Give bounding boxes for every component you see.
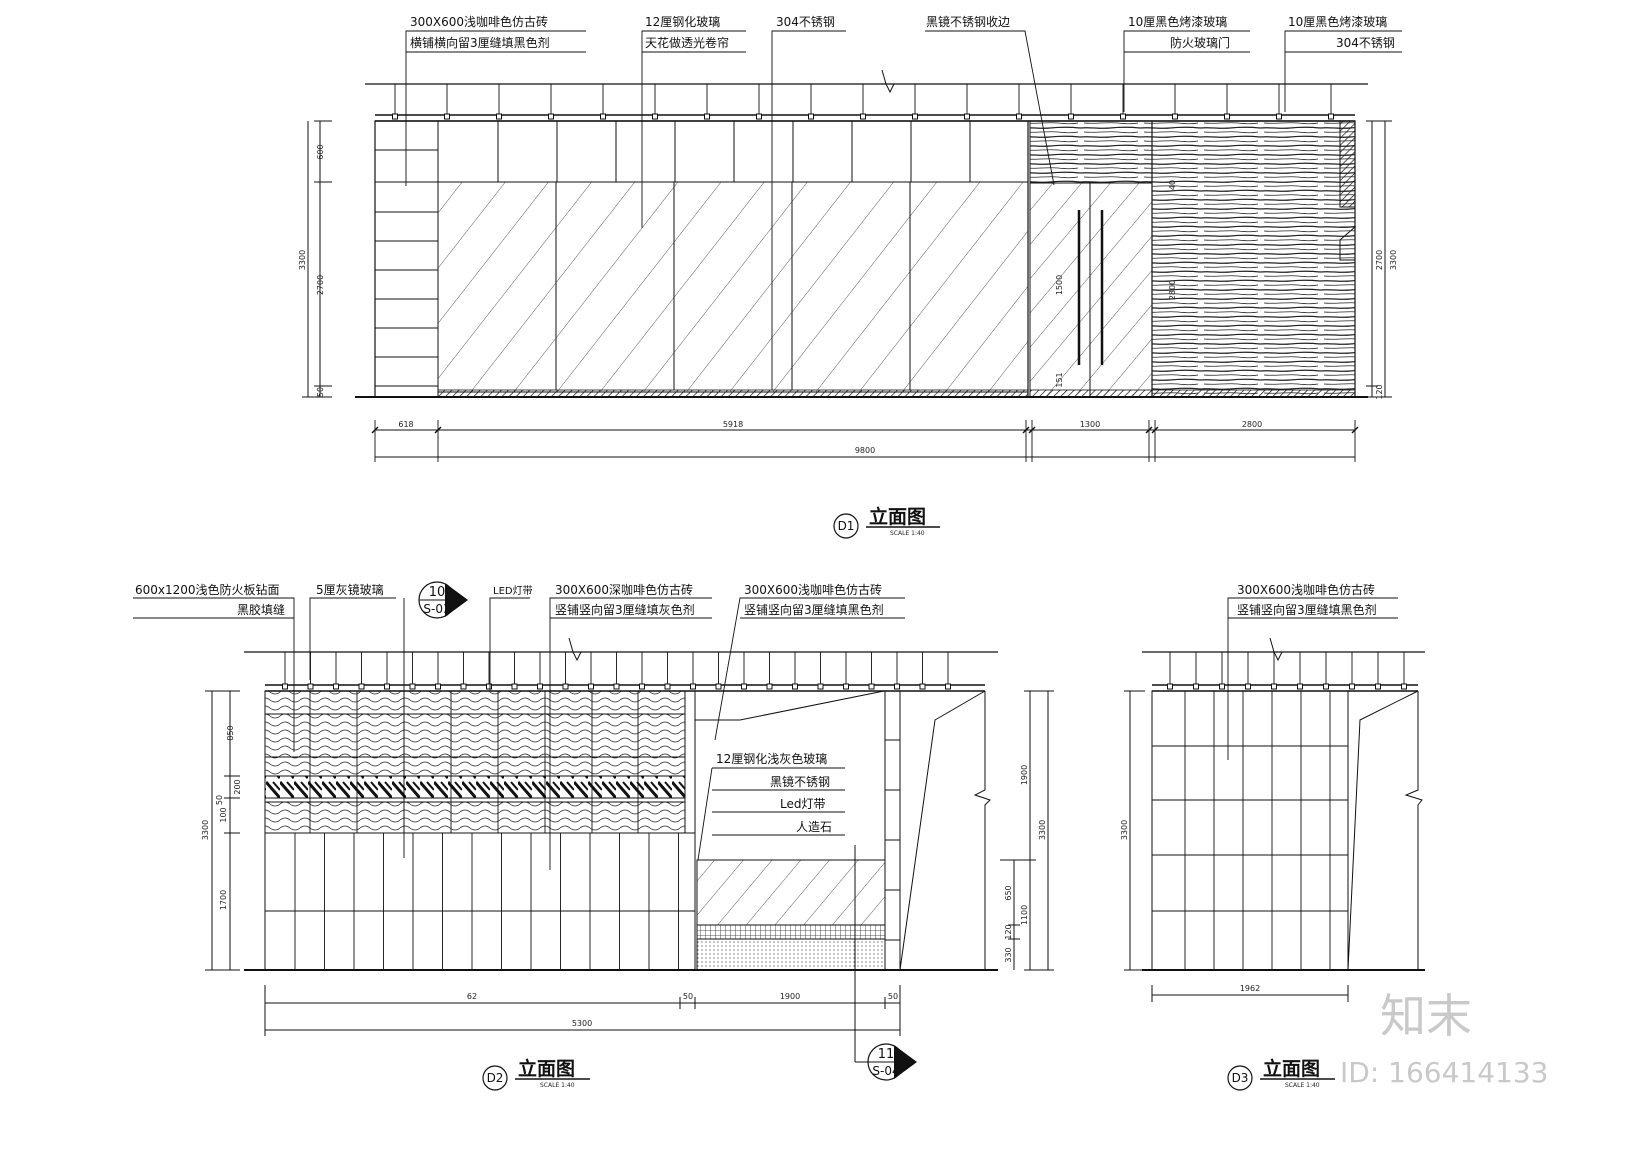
watermark-logo: 知末 xyxy=(1380,989,1472,1043)
d3-badge: D3 xyxy=(1232,1071,1249,1085)
d2-callout-dark-tile-2: 竖铺竖向留3厘缝填灰色剂 xyxy=(555,602,695,617)
d1-dim-left-600: 600 xyxy=(316,144,325,159)
d3-title: 立面图 xyxy=(1263,1057,1320,1080)
elevation-d1: 600 2700 3300 50 2700 3300 120 1500 151 … xyxy=(298,14,1402,539)
d2-dim-right-1100: 1100 xyxy=(1020,905,1029,925)
d2-dim-left-100: 100 xyxy=(219,807,228,822)
d1-dim-left-2700: 2700 xyxy=(316,275,325,295)
d2-dim-right-1900: 1900 xyxy=(1020,765,1029,785)
watermark: 知末 ID: 166414133 xyxy=(1340,989,1548,1089)
d2-dim-bottom-50a: 50 xyxy=(683,992,693,1001)
d2-dim-right-650: 650 xyxy=(1004,885,1013,900)
d2-title: 立面图 xyxy=(518,1057,575,1080)
d1-dim-right-2700: 2700 xyxy=(1375,250,1384,270)
d1-dim-left-50: 50 xyxy=(316,387,325,397)
d2-dim-right-3300: 3300 xyxy=(1038,820,1047,840)
d2-dim-bottom-50b: 50 xyxy=(888,992,898,1001)
d1-dim-bottom-5918: 5918 xyxy=(723,420,743,429)
section-10-ref: S-03 xyxy=(423,602,450,616)
d1-dim-bottom-618: 618 xyxy=(398,420,413,429)
d1-callout-fire-door: 防火玻璃门 xyxy=(1170,35,1230,50)
d2-dim-left-50: 50 xyxy=(215,795,224,805)
d2-scale: SCALE 1:40 xyxy=(540,1082,575,1089)
d1-callout-tile-2: 横铺横向留3厘缝填黑色剂 xyxy=(410,35,550,50)
d1-callout-tile-1: 300X600浅咖啡色仿古砖 xyxy=(410,14,548,29)
d2-dim-left-1700: 1700 xyxy=(219,890,228,910)
d2-callout-light-tile-1: 300X600浅咖啡色仿古砖 xyxy=(744,582,882,597)
d2-inner-led: Led灯带 xyxy=(780,797,825,811)
watermark-id: ID: 166414133 xyxy=(1340,1056,1548,1089)
d1-dim-bottom-2800: 2800 xyxy=(1242,420,1262,429)
d2-dim-bottom-1900: 1900 xyxy=(780,992,800,1001)
d2-dim-left-3300: 3300 xyxy=(201,820,210,840)
d3-callout-tile-1: 300X600浅咖啡色仿古砖 xyxy=(1237,582,1375,597)
section-marker-11: 11 S-04 xyxy=(854,845,917,1081)
elevation-d2: 12厘钢化浅灰色玻璃 黑镜不锈钢 Led灯带 人造石 600x1200浅色防火板… xyxy=(133,581,1054,1091)
d1-dim-left-3300: 3300 xyxy=(298,250,307,270)
d3-dim-left-3300: 3300 xyxy=(1120,820,1129,840)
d1-dim-bottom-1300: 1300 xyxy=(1080,420,1100,429)
d2-dim-left-850: 850 xyxy=(226,725,235,740)
d1-dim-bottom-9800: 9800 xyxy=(855,446,875,455)
d2-dim-right-120: 120 xyxy=(1004,924,1013,939)
d1-callout-steel-2: 304不锈钢 xyxy=(1336,36,1395,50)
d1-callout-steel: 304不锈钢 xyxy=(776,15,835,29)
section-11-num: 11 xyxy=(878,1047,895,1062)
d2-inner-stone: 人造石 xyxy=(796,820,832,834)
d1-title: 立面图 xyxy=(869,505,926,528)
d2-dim-bottom-5300: 5300 xyxy=(572,1019,592,1028)
d2-callout-fireboard-1: 600x1200浅色防火板钻面 xyxy=(135,582,280,597)
d1-dim-right-120: 120 xyxy=(1375,384,1384,399)
section-11-ref: S-04 xyxy=(872,1064,899,1078)
d2-dim-left-200: 200 xyxy=(233,779,242,794)
d2-callout-fireboard-2: 黑胶填缝 xyxy=(237,602,285,617)
d3-scale: SCALE 1:40 xyxy=(1285,1082,1320,1089)
d1-dim-inner-40: 40 xyxy=(1168,180,1177,190)
d1-dim-inner-2800: 2800 xyxy=(1168,280,1177,300)
section-10-num: 10 xyxy=(429,585,446,600)
d2-dim-right-330: 330 xyxy=(1004,947,1013,962)
d3-dim-bottom-1962: 1962 xyxy=(1240,984,1260,993)
elevation-d3: 3300 1962 300X600浅咖啡色仿古砖 竖铺竖向留3厘缝填黑色剂 D3… xyxy=(1120,582,1425,1091)
d2-callout-dark-tile-1: 300X600深咖啡色仿古砖 xyxy=(555,582,693,597)
d2-badge: D2 xyxy=(487,1071,504,1085)
d3-callout-tile-2: 竖铺竖向留3厘缝填黑色剂 xyxy=(1237,602,1377,617)
d2-inner-glass: 12厘钢化浅灰色玻璃 xyxy=(716,752,827,766)
d1-callout-glass-1: 12厘钢化玻璃 xyxy=(645,15,720,29)
d1-dim-right-3300: 3300 xyxy=(1389,250,1398,270)
d1-callout-mirror-edge: 黑镜不锈钢收边 xyxy=(926,14,1010,29)
d2-callout-led: LED灯带 xyxy=(493,585,533,597)
d2-callout-grey-mirror: 5厘灰镜玻璃 xyxy=(316,582,384,597)
d1-callout-black-glass-1: 10厘黑色烤漆玻璃 xyxy=(1128,14,1227,29)
d1-badge: D1 xyxy=(838,519,855,533)
d2-callout-light-tile-2: 竖铺竖向留3厘缝填黑色剂 xyxy=(744,602,884,617)
d1-callout-glass-2: 天花做透光卷帘 xyxy=(645,35,729,50)
d1-scale: SCALE 1:40 xyxy=(890,530,925,537)
section-marker-10: 10 S-03 xyxy=(418,581,468,619)
d1-callout-black-glass-2: 10厘黑色烤漆玻璃 xyxy=(1288,14,1387,29)
d1-dim-inner-1500: 1500 xyxy=(1055,275,1064,295)
d1-dim-inner-151: 151 xyxy=(1055,372,1064,387)
d2-dim-bottom-62: 62 xyxy=(467,992,477,1001)
d2-inner-mirror: 黑镜不锈钢 xyxy=(770,774,830,789)
